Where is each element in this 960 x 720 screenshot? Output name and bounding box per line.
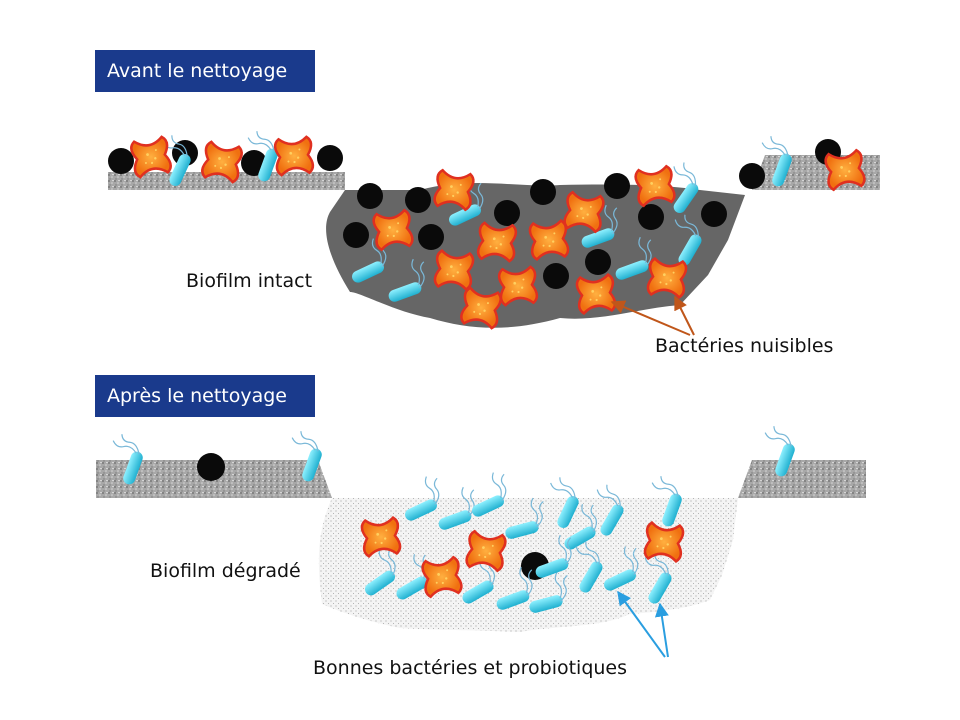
black-particle-icon (585, 249, 611, 275)
black-particle-icon (418, 224, 444, 250)
black-particle-icon (494, 200, 520, 226)
black-particle-icon (701, 201, 727, 227)
black-particle-icon (343, 222, 369, 248)
surface-left-before (108, 172, 345, 190)
arrow-good-1 (617, 590, 666, 658)
section-title-after: Après le nettoyage (95, 375, 315, 417)
surface-right-after (738, 460, 866, 498)
harmful-bacterium-icon (128, 134, 174, 180)
good-bacteria-arrows (617, 590, 669, 658)
particles-before (108, 139, 841, 289)
black-particle-icon (317, 145, 343, 171)
black-particle-icon (543, 263, 569, 289)
black-particle-icon (739, 163, 765, 189)
harmful-bacteria-arrows (610, 295, 695, 336)
harmful-bacterium-icon (273, 135, 315, 177)
black-particle-icon (405, 187, 431, 213)
label-biofilm-intact: Biofilm intact (186, 270, 313, 292)
black-particle-icon (604, 173, 630, 199)
black-particle-icon (530, 179, 556, 205)
arrow-harmful-2 (674, 295, 695, 336)
black-particle-icon (357, 183, 383, 209)
label-biofilm-degraded: Biofilm dégradé (150, 560, 301, 582)
black-particle-icon (108, 148, 134, 174)
section-title-before: Avant le nettoyage (95, 50, 315, 92)
label-good-bacteria: Bonnes bactéries et probiotiques (313, 657, 628, 679)
arrow-good-2 (654, 602, 669, 658)
label-harmful-bacteria: Bactéries nuisibles (655, 335, 834, 357)
arrow-harmful-1 (610, 300, 691, 336)
black-particle-icon (638, 204, 664, 230)
black-particle-icon (197, 453, 225, 481)
